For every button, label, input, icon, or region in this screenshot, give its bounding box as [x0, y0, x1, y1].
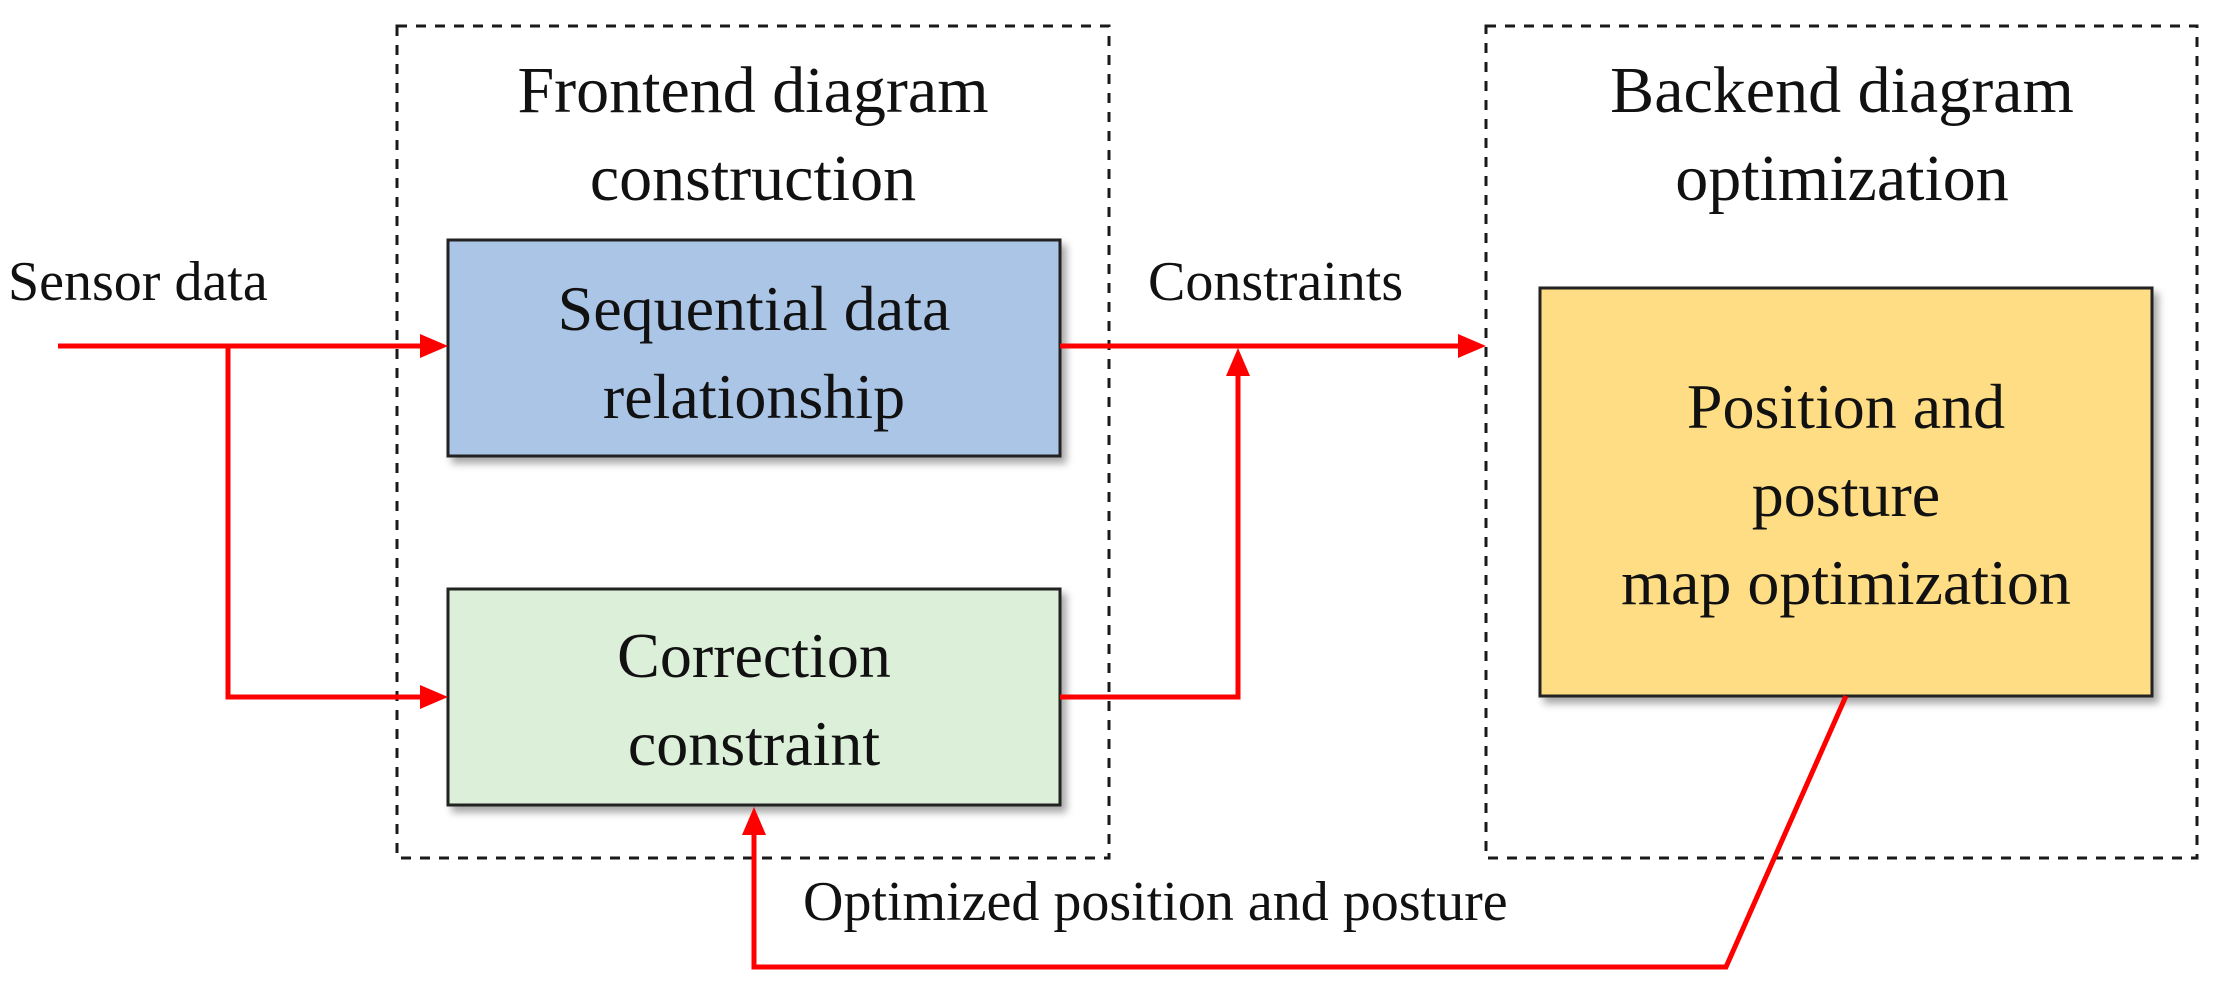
pose-map-line2: posture — [1752, 459, 1940, 530]
sequential-data-box — [446, 238, 1062, 458]
correction-constraint-line1: Correction — [617, 620, 891, 691]
constraints-arrowhead — [1458, 334, 1486, 358]
optimized-pose-label: Optimized position and posture — [803, 871, 1508, 933]
correction-constraint-box — [446, 587, 1062, 807]
frontend-group: Frontend diagram construction — [395, 24, 1111, 860]
correction-constraint-line2: constraint — [628, 708, 881, 779]
sensor-to-correction-arrowhead — [420, 685, 448, 709]
pose-map-line1: Position and — [1687, 371, 2005, 442]
sequential-data-line1: Sequential data — [558, 273, 951, 344]
correction-to-constraints-line — [1060, 374, 1241, 700]
pose-map-optimization-node: Position and posture map optimization — [1538, 286, 2154, 698]
frontend-group-title-line1: Frontend diagram — [517, 54, 988, 127]
backend-group-title-line1: Backend diagram — [1610, 54, 2074, 127]
optimized-pose-feedback-line — [751, 694, 1849, 970]
connectors — [58, 334, 1849, 970]
backend-group: Backend diagram optimization — [1484, 24, 2199, 860]
correction-constraint-node: Correction constraint — [446, 587, 1062, 807]
backend-group-title-line2: optimization — [1675, 142, 2009, 215]
sensor-data-label: Sensor data — [8, 251, 268, 313]
optimized-pose-feedback-arrowhead — [742, 807, 766, 835]
pose-map-line3: map optimization — [1621, 547, 2071, 618]
backend-group-border — [1484, 24, 2199, 860]
constraints-label: Constraints — [1148, 251, 1403, 313]
frontend-group-title-line2: construction — [590, 142, 916, 215]
sequential-data-line2: relationship — [603, 361, 905, 432]
sensor-to-sequential-arrowhead — [420, 334, 448, 358]
correction-to-constraints-arrowhead — [1226, 348, 1250, 376]
sequential-data-node: Sequential data relationship — [446, 238, 1062, 458]
sensor-to-correction-line — [225, 346, 422, 700]
